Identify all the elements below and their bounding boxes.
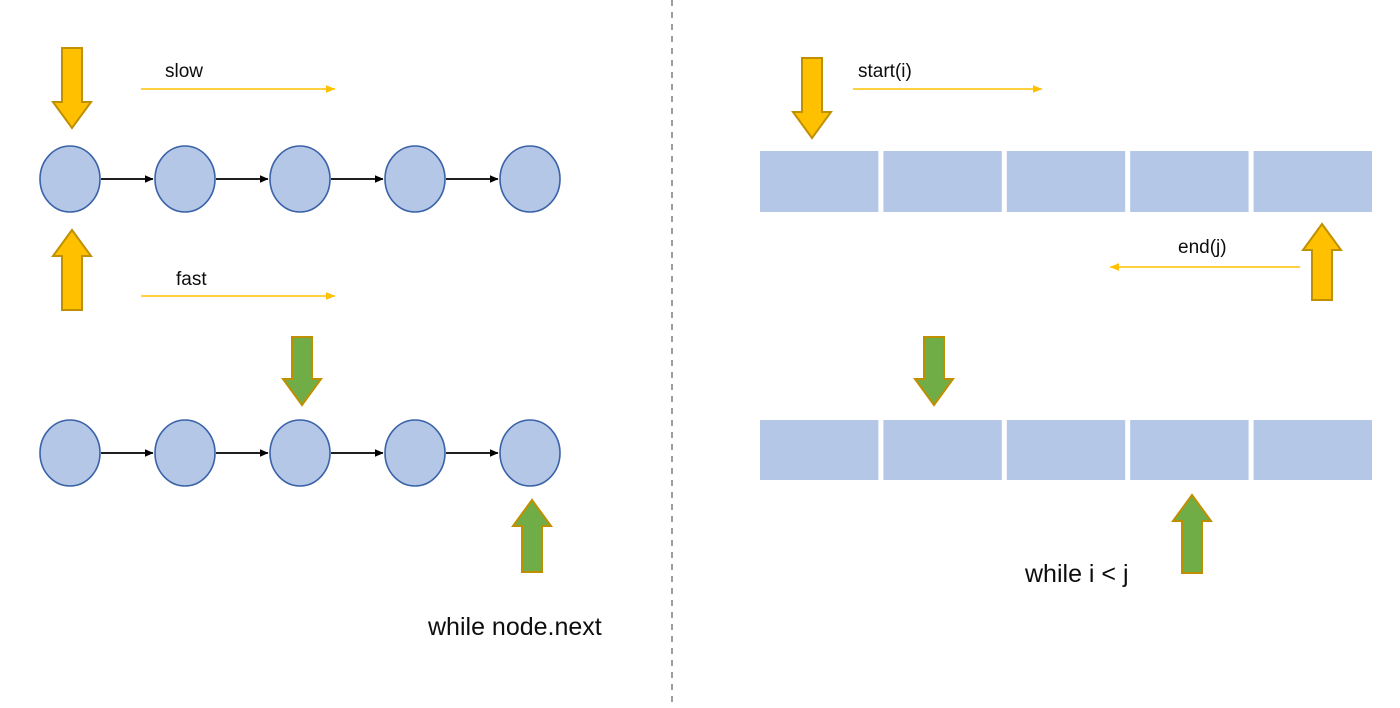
list-node: [499, 145, 561, 213]
end-j-marker-top-icon: [1301, 222, 1343, 301]
array-cell: [1006, 420, 1126, 480]
array-cell: [1130, 151, 1249, 212]
pointer-label-fast: fast: [176, 269, 207, 290]
list-node: [269, 419, 331, 487]
fast-pointer-marker-top-icon: [51, 228, 93, 311]
list-node: [154, 419, 216, 487]
slow-pointer-marker-top-icon: [51, 47, 93, 130]
caption-while-node-next: while node.next: [428, 613, 602, 641]
array-cell: [1006, 151, 1126, 212]
start-i-marker-bottom-icon: [913, 336, 955, 407]
array-cell: [1253, 151, 1372, 212]
start-i-marker-top-icon: [791, 57, 833, 140]
pointer-label-slow: slow: [165, 61, 204, 82]
array-cell: [1130, 420, 1249, 480]
slow-pointer-marker-bottom-icon: [281, 336, 323, 407]
array-cell: [883, 151, 1002, 212]
array-cell: [883, 420, 1002, 480]
array-cell: [1253, 420, 1372, 480]
list-node: [499, 419, 561, 487]
pointer-label-end-j: end(j): [1178, 237, 1227, 258]
list-node: [384, 145, 446, 213]
list-node: [39, 419, 101, 487]
caption-while-i-lt-j: while i < j: [1025, 560, 1129, 588]
fast-pointer-marker-bottom-icon: [511, 498, 553, 573]
array-cell: [760, 151, 879, 212]
end-j-marker-bottom-icon: [1171, 493, 1213, 574]
list-node: [154, 145, 216, 213]
pointer-label-start-i: start(i): [858, 61, 912, 82]
list-node: [269, 145, 331, 213]
list-node: [384, 419, 446, 487]
list-node: [39, 145, 101, 213]
array-cell: [760, 420, 879, 480]
